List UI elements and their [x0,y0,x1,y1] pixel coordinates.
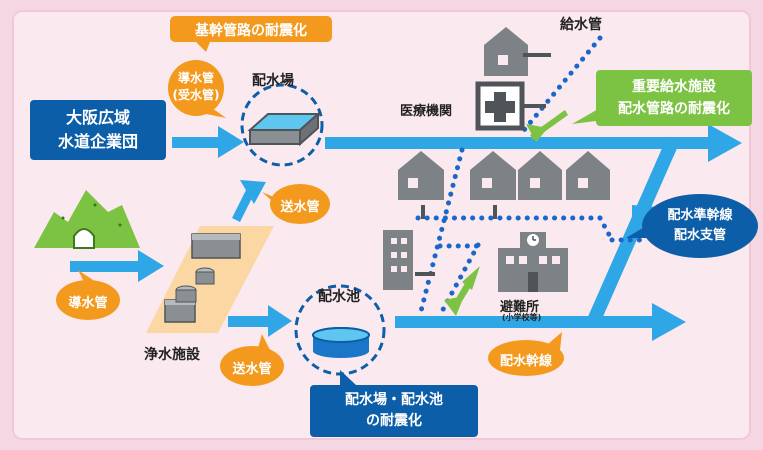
water-tank-icon [240,83,324,167]
treatment-plant-icon [146,226,274,333]
label-seismic-trunk: 基幹管路の耐震化 [195,23,307,39]
apartment-building-icon [383,230,435,290]
green-arrows [444,110,568,316]
label-intake-pipe: 導水管 (受水管) [172,71,220,102]
label-osaka-water: 大阪広域 水道企業団 [57,108,138,151]
label-hinanjo-sub: (小学校等) [502,313,542,322]
school-icon [498,232,568,292]
label-haisui-kan: 配水幹線 [499,354,552,369]
reservoir-icon [294,284,386,376]
label-sosuikan-top: 送水管 [280,200,320,215]
trunk-arrowhead-top [708,124,742,162]
label-haisui-taishin: 配水場・配水池 の耐震化 [345,392,443,429]
label-dousuikan: 導水管 [68,296,108,311]
label-jousui: 浄水施設 [144,347,200,363]
label-sosuikan-bottom: 送水管 [232,362,272,377]
label-hinanjo: 避難所 [500,300,540,315]
dotted-network [415,35,643,318]
label-haisuijo: 配水場 [252,73,294,89]
mountain-icon [34,190,140,249]
house-icon [398,27,610,219]
label-juyo: 重要給水施設 配水管路の耐震化 [618,79,730,117]
label-haisuichi: 配水池 [318,289,360,305]
label-iryo: 医療機関 [400,104,453,119]
hospital-cross-icon [475,81,546,131]
trunk-arrowhead-bottom [652,303,686,341]
callout-shapes [30,16,758,437]
intake-arrows [70,126,292,337]
label-haisui-jun: 配水準幹線 配水支管 [667,208,733,243]
label-kyusuikan: 給水管 [560,17,602,33]
